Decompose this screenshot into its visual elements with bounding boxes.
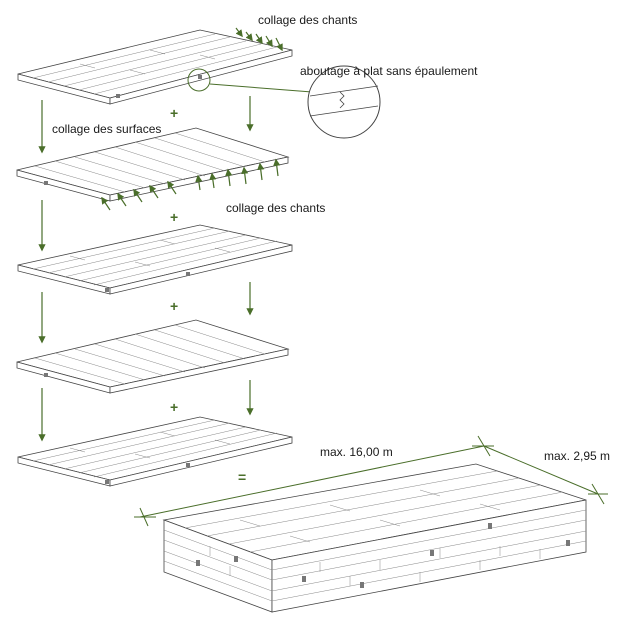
panel-layer-4 (16, 319, 290, 394)
label-finger-joint: aboutage à plat sans épaulement (300, 64, 478, 78)
joint-detail-callout (187, 65, 381, 139)
magnifier-circle-icon (307, 65, 381, 139)
plus-sign-4: + (170, 399, 178, 415)
final-glulam-block (162, 463, 587, 613)
equals-sign: = (238, 469, 246, 485)
dimension-width (483, 445, 608, 505)
label-max-width: max. 2,95 m (544, 449, 610, 463)
plus-sign-2: + (170, 209, 178, 225)
label-edge-glue-top: collage des chants (258, 13, 357, 27)
plus-sign-1: + (170, 105, 178, 121)
label-max-length: max. 16,00 m (320, 445, 393, 459)
edge-glue-arrows-mid (101, 158, 281, 211)
label-surface-glue: collage des surfaces (52, 122, 161, 136)
edge-glue-arrows-top (235, 27, 283, 52)
panel-layer-5 (17, 416, 293, 487)
panel-layer-1 (17, 29, 293, 105)
panel-layer-3 (17, 224, 293, 295)
label-edge-glue-mid: collage des chants (226, 201, 325, 215)
dimension-length (134, 435, 494, 527)
plus-sign-3: + (170, 298, 178, 314)
